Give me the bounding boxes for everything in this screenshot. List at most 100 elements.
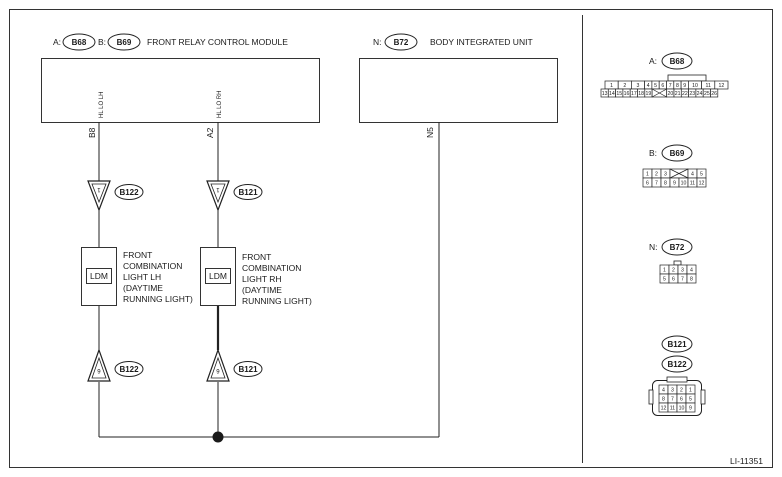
b121-pin-7: 7 [671,397,674,403]
connector-oval-b69 [107,33,141,51]
pin-a2-label: A2 [205,127,215,138]
module-n-prefix: N: [373,37,382,47]
upper-right-conn: B121 [238,188,258,197]
b69-pin-1: 1 [646,172,649,178]
pin-cell [714,80,729,90]
b68-pin-14: 14 [609,91,615,97]
b121-pin-12: 12 [661,406,667,412]
empty-pin-mark [669,168,689,179]
light-desc-line-2: COMBINATION [242,263,301,273]
pin-cell [696,177,707,188]
wire-harness [98,122,440,438]
b68-pin-1: 1 [610,83,613,89]
lower-right-conn: B121 [238,365,258,374]
upper-right-pin: 1 [216,186,220,192]
b68-pin-20: 20 [667,91,673,97]
b72-latch [673,260,682,266]
b69-pin-4: 4 [691,172,694,178]
hl-lo-lh-label: HL LO LH [99,92,105,118]
b69-pin-3: 3 [664,172,667,178]
b121-pin-1: 1 [689,388,692,394]
b68-pin-8: 8 [676,83,679,89]
b68-pin-13: 13 [602,91,608,97]
module-ab-name: FRONT RELAY CONTROL MODULE [147,37,288,47]
b68-pin-15: 15 [616,91,622,97]
b68-pin-21: 21 [675,91,681,97]
b121-b122-latch [666,376,688,383]
b68-pin-3: 3 [637,83,640,89]
b72-pin-1: 1 [663,268,666,274]
b68-pin-2: 2 [623,83,626,89]
ldm-label: LDM [90,271,108,281]
lower-left-pin: 6 [97,367,101,373]
b68-pin-7: 7 [669,83,672,89]
b121-pin-6: 6 [680,397,683,403]
front-relay-control-module-box [41,58,320,123]
lower-connector-right: 6 B121 [206,348,263,382]
b122-oval [661,355,693,373]
light-desc-line-1: FRONT [123,250,152,260]
lower-left-conn: B122 [119,365,139,374]
lower-right-pin: 6 [216,367,220,373]
b72-prefix: N: [649,242,658,252]
b121-pin-3: 3 [671,388,674,394]
b121-name: B121 [667,340,687,349]
splice-junction [212,431,224,443]
b121-b122-left-tab [648,389,654,405]
connector-symbol-inner [91,183,107,204]
b72-pin-8: 8 [690,277,693,283]
b72-pin-6: 6 [672,277,675,283]
pin-n5-label: N5 [425,127,435,138]
module-n-name: BODY INTEGRATED UNIT [430,37,533,47]
connector-oval [114,361,144,377]
b121-pin-8: 8 [662,397,665,403]
light-desc-line-2: COMBINATION [123,261,182,271]
light-desc-line-1: FRONT [242,252,271,262]
b68-pin-4: 4 [647,83,650,89]
body-integrated-unit-box [359,58,558,123]
b69-prefix: B: [649,148,657,158]
b121-pin-2: 2 [680,388,683,394]
light-desc-line-3: LIGHT RH [242,274,282,284]
upper-connector-right: 1 B121 [206,180,263,212]
connector-oval-b68 [62,33,96,51]
ldm-box [86,268,112,284]
figure-id: LI-11351 [730,456,763,466]
front-combination-light-lh: LDM FRONT COMBINATION LIGHT LH (DAYTIME … [81,247,193,306]
connector-symbol [87,180,111,212]
b68-pin-18: 18 [638,91,644,97]
b69-pin-5: 5 [700,172,703,178]
b68-latch [667,74,707,82]
b69-pin-8: 8 [664,181,667,187]
b69-pin-12: 12 [699,181,705,187]
module-b-connector: B69 [117,38,132,47]
b121-oval [661,335,693,353]
b72-name: B72 [670,243,685,252]
module-a-connector: B68 [72,38,87,47]
connector-symbol [206,348,230,382]
b121-pin-5: 5 [689,397,692,403]
b121-pin-4: 4 [662,388,665,394]
module-b-prefix: B: [98,37,106,47]
b121-pin-10: 10 [679,406,685,412]
b68-pin-19: 19 [646,91,652,97]
light-desc-line-4: (DAYTIME [123,283,163,293]
module-a-prefix: A: [53,37,61,47]
b68-pin-23: 23 [689,91,695,97]
b72-pin-5: 5 [663,277,666,283]
front-combination-light-rh: LDM FRONT COMBINATION LIGHT RH (DAYTIME … [200,247,312,306]
b69-oval [661,144,693,162]
diagram-frame [9,9,773,468]
upper-left-pin: 1 [97,186,101,192]
b122-name: B122 [667,360,687,369]
upper-connector-left: 1 B122 [87,180,144,212]
light-desc-line-5: RUNNING LIGHT) [242,296,312,306]
light-desc-line-3: LIGHT LH [123,272,161,282]
empty-pin-mark [651,88,667,98]
b72-pin-4: 4 [690,268,693,274]
